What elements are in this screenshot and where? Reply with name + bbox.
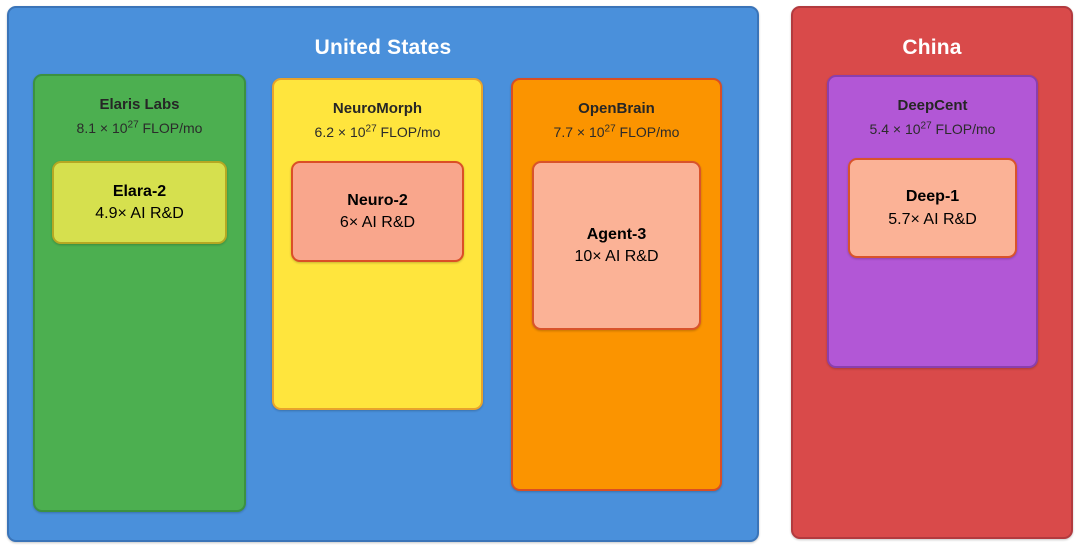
compute-unit: FLOP/mo — [376, 124, 441, 140]
compute-unit: FLOP/mo — [138, 120, 203, 136]
model-label-agent-3: Agent-3 — [586, 225, 647, 243]
lab-compute-elaris-labs: 8.1 × 1027 FLOP/mo — [35, 119, 244, 136]
compute-exponent: 27 — [127, 119, 139, 131]
compute-exponent: 27 — [365, 123, 377, 135]
compute-mantissa: 7.7 × 10 — [553, 124, 605, 140]
model-text-stack: Neuro-2 6× AI R&D — [293, 191, 462, 231]
model-text-stack: Agent-3 10× AI R&D — [534, 225, 699, 265]
model-label-neuro-2: Neuro-2 — [347, 191, 408, 209]
country-label-united-states: United States — [314, 36, 452, 59]
model-multiplier-deep-1: 5.7× AI R&D — [888, 210, 977, 228]
model-label-deep-1: Deep-1 — [905, 187, 960, 205]
compute-mantissa: 8.1 × 10 — [76, 120, 128, 136]
model-label-elara-2: Elara-2 — [112, 182, 167, 200]
lab-label-elaris-labs: Elaris Labs — [99, 96, 180, 113]
compute-exponent: 27 — [920, 120, 932, 132]
lab-box-elaris-labs[interactable]: Elaris Labs 8.1 × 1027 FLOP/mo — [33, 74, 246, 512]
model-multiplier-agent-3: 10× AI R&D — [574, 248, 659, 265]
model-text-stack: Deep-1 5.7× AI R&D — [850, 188, 1015, 228]
country-label-china: China — [902, 36, 962, 59]
model-box-agent-3[interactable]: Agent-3 10× AI R&D — [532, 161, 701, 330]
model-text-stack: Elara-2 4.9× AI R&D — [54, 182, 225, 222]
model-multiplier-elara-2: 4.9× AI R&D — [95, 205, 184, 222]
model-multiplier-neuro-2: 6× AI R&D — [339, 214, 416, 231]
lab-compute-openbrain: 7.7 × 1027 FLOP/mo — [513, 123, 720, 140]
compute-mantissa: 5.4 × 10 — [869, 121, 921, 137]
compute-unit: FLOP/mo — [931, 121, 996, 137]
compute-mantissa: 6.2 × 10 — [314, 124, 366, 140]
lab-label-deepcent: DeepCent — [897, 97, 968, 114]
compute-exponent: 27 — [604, 123, 616, 135]
lab-compute-deepcent: 5.4 × 1027 FLOP/mo — [829, 120, 1036, 137]
lab-compute-neuromorph: 6.2 × 1027 FLOP/mo — [274, 123, 481, 140]
model-box-deep-1[interactable]: Deep-1 5.7× AI R&D — [848, 158, 1017, 258]
lab-label-neuromorph: NeuroMorph — [332, 100, 423, 117]
model-box-neuro-2[interactable]: Neuro-2 6× AI R&D — [291, 161, 464, 262]
lab-label-openbrain: OpenBrain — [578, 100, 655, 117]
model-box-elara-2[interactable]: Elara-2 4.9× AI R&D — [52, 161, 227, 244]
compute-unit: FLOP/mo — [615, 124, 680, 140]
